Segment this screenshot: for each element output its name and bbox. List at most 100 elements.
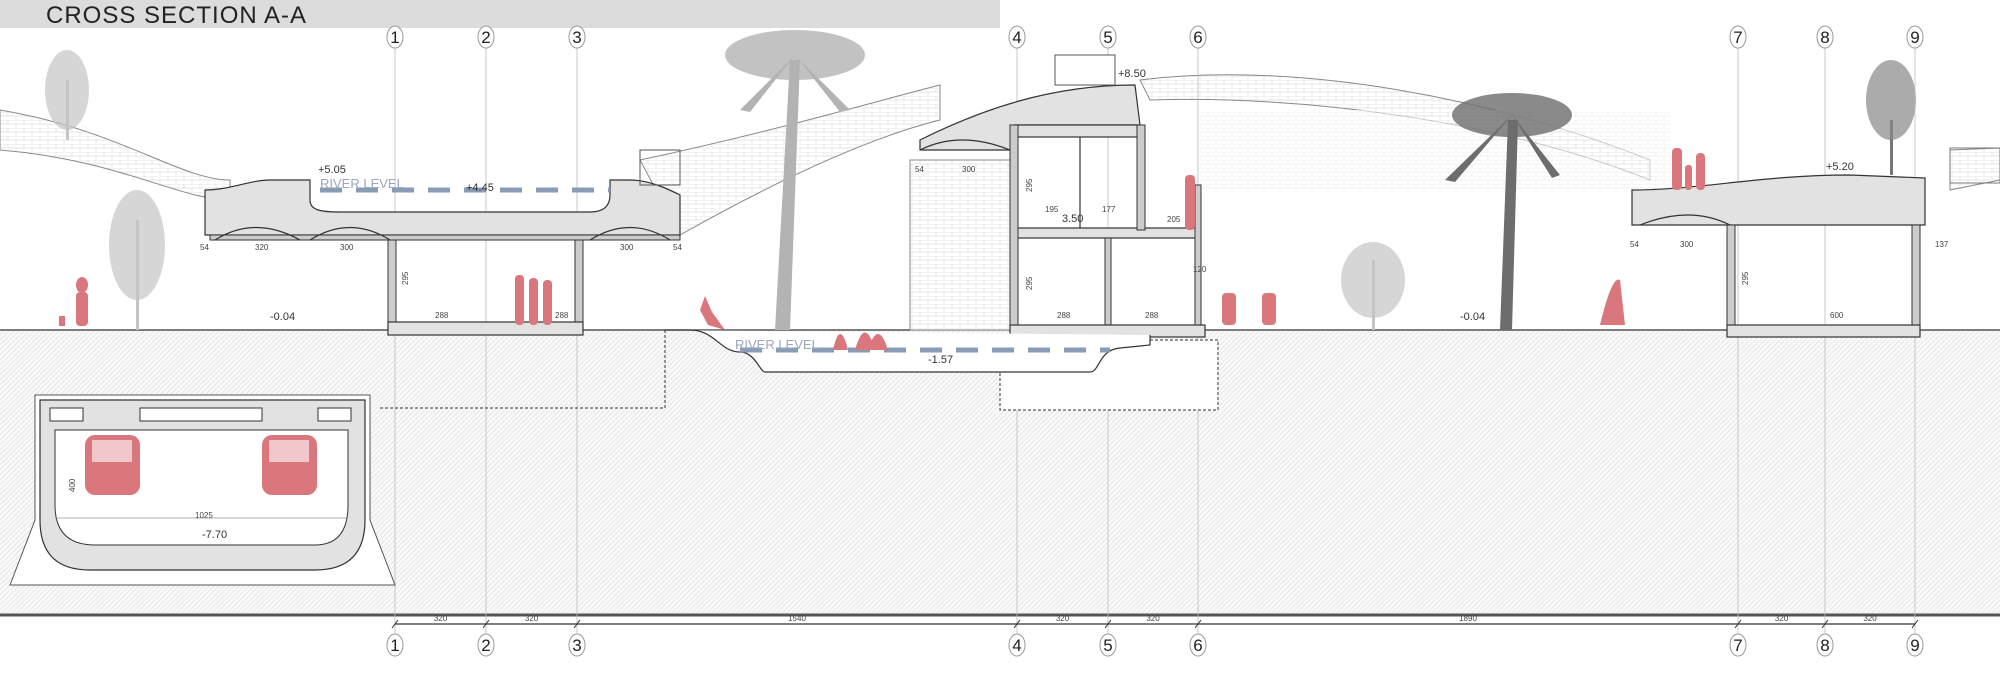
tunnel-level: -7.70	[202, 529, 227, 541]
grid-bubble	[1008, 633, 1026, 657]
dim: 300	[340, 243, 354, 252]
dim: 177	[1102, 205, 1116, 214]
dim: 195	[1045, 205, 1059, 214]
grid-bubble	[1906, 25, 1924, 49]
dim-tick	[1013, 619, 1021, 629]
grid-bubble	[477, 25, 495, 49]
grid-axis-label: 3	[572, 636, 581, 655]
cable-car-icon	[85, 435, 140, 495]
bottom-dimension-label: 1540	[788, 614, 806, 623]
river-level-label: RIVER LEVEL	[735, 337, 819, 352]
bottom-dimension-label: 320	[1775, 614, 1789, 623]
grid-axis-label: 2	[481, 28, 490, 47]
cable-car-tunnel	[9, 394, 396, 586]
wall-far-right	[1949, 147, 2000, 191]
dim: 300	[962, 165, 976, 174]
grid-axis-label: 2	[481, 636, 490, 655]
grid-axis-label: 7	[1733, 28, 1742, 47]
dim: 137	[1935, 240, 1949, 249]
river-channel	[665, 329, 1151, 373]
grid-axis-label: 1	[390, 28, 399, 47]
river-level-label: RIVER LEVEL	[320, 176, 404, 191]
dim-tick	[1821, 619, 1829, 629]
left-wave-wall	[0, 109, 231, 201]
grid-bubble	[568, 633, 586, 657]
dim-tick	[391, 619, 399, 629]
dim-height: 295	[401, 271, 410, 285]
dim-tick	[1104, 619, 1112, 629]
dim: 288	[435, 311, 449, 320]
title-bar	[0, 0, 1000, 28]
grid-bubble	[1099, 633, 1117, 657]
grid-axis-label: 8	[1820, 28, 1829, 47]
grid-bubble	[1008, 25, 1026, 49]
grid-bubble	[477, 633, 495, 657]
brick-wall-center	[909, 159, 1016, 331]
dim: 288	[1145, 311, 1159, 320]
grid-bubble	[1729, 633, 1747, 657]
dim: 54	[200, 243, 209, 252]
dim: 288	[555, 311, 569, 320]
grid-axis-label: 5	[1103, 636, 1112, 655]
grid-bubble	[1099, 25, 1117, 49]
grid-bubble	[568, 25, 586, 49]
dim: 600	[1830, 311, 1844, 320]
grid-axis-label: 4	[1012, 636, 1021, 655]
tree-icon	[45, 50, 1916, 330]
tunnel-width: 1025	[195, 511, 213, 520]
palm-tree-light-icon	[725, 30, 865, 330]
channel-outline	[380, 330, 666, 409]
people-icon	[59, 148, 1705, 350]
dim: 120	[1193, 265, 1207, 274]
dim-height: 295	[1025, 276, 1034, 290]
grid-bubble	[1816, 633, 1834, 657]
bottom-dimension-label: 1890	[1459, 614, 1477, 623]
dim-tick	[1734, 619, 1742, 629]
center-block	[919, 54, 1219, 411]
cable-car-icon	[262, 435, 317, 495]
dim: 54	[673, 243, 682, 252]
palm-tree-dark-icon	[1445, 93, 1572, 330]
tunnel-height: 400	[68, 478, 77, 492]
grid-axis-label: 7	[1733, 636, 1742, 655]
level-floor: 3.50	[1062, 213, 1083, 225]
dim: 288	[1057, 311, 1071, 320]
grid-axis-label: 9	[1910, 28, 1919, 47]
right-block	[1631, 147, 2000, 338]
level-ground: -0.04	[270, 311, 295, 323]
grid-bubble	[1189, 25, 1207, 49]
grid-axis-label: 8	[1820, 636, 1829, 655]
dim-tick	[1194, 619, 1202, 629]
grid-axis-label: 6	[1193, 636, 1202, 655]
level-roof: +5.20	[1826, 161, 1854, 173]
grid-axis-label: 4	[1012, 28, 1021, 47]
dim: 320	[255, 243, 269, 252]
brick-wall-back	[1200, 110, 1670, 190]
level-ground: -0.04	[1460, 311, 1485, 323]
grid-axis-label: 9	[1910, 636, 1919, 655]
grid-bubble	[1816, 25, 1834, 49]
bottom-dimension-label: 320	[1863, 614, 1877, 623]
grid-axis-label: 6	[1193, 28, 1202, 47]
dim-height: 295	[1741, 271, 1750, 285]
grid-axis-label: 5	[1103, 28, 1112, 47]
dim: 54	[1630, 240, 1639, 249]
grid-axes: 1 1 2 2 3 3 4 4 5 5 6 6 7 7 8 8 9 9	[386, 25, 1924, 657]
grid-bubble	[1189, 633, 1207, 657]
dim: 300	[1680, 240, 1694, 249]
left-block	[204, 149, 681, 336]
grid-bubble	[386, 25, 404, 49]
dim: 205	[1167, 215, 1181, 224]
dim: 54	[915, 165, 924, 174]
level-top: +8.50	[1118, 68, 1146, 80]
drawing-title: CROSS SECTION A-A	[46, 2, 307, 29]
bottom-dimension-label: 320	[1146, 614, 1160, 623]
dim-tick	[1911, 619, 1919, 629]
dim: 300	[620, 243, 634, 252]
grid-axis-label: 1	[390, 636, 399, 655]
level-river-bed: -1.57	[928, 354, 953, 366]
grid-bubble	[1729, 25, 1747, 49]
grid-axis-label: 3	[572, 28, 581, 47]
